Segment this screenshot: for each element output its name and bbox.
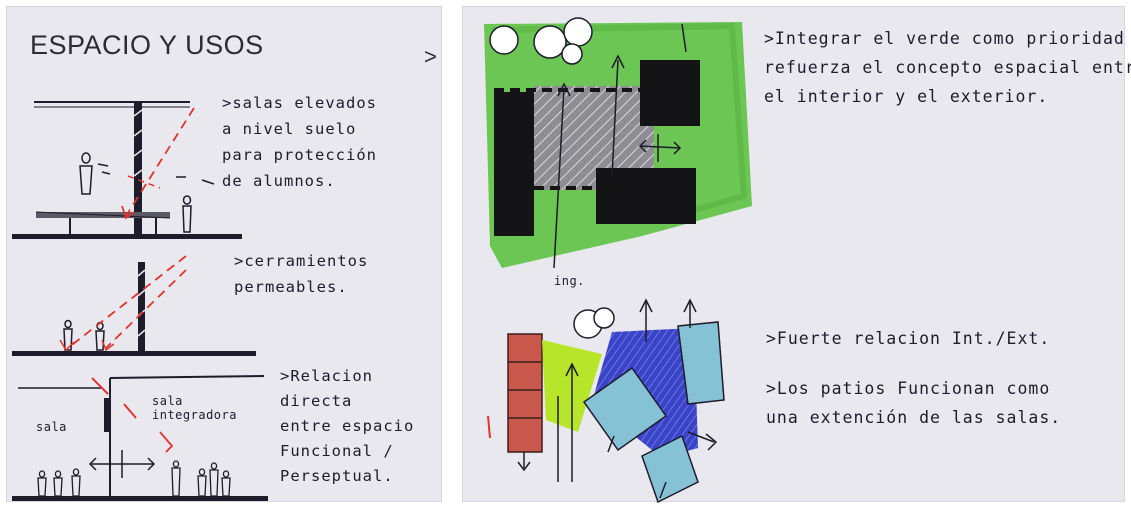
note-line: >cerramientos [234,252,369,270]
note-patios-extension: >Los patios Funcionan como una extención… [766,374,1061,432]
sketch-direct-relation [12,375,268,501]
note-integrate-green: >Integrar el verde como prioridad refuer… [764,24,1131,111]
note-line: de alumnos. [222,172,336,190]
note-line: el interior y el exterior. [764,87,1049,106]
note-direct-relation: >Relacion directa entre espacio Funciona… [280,364,414,489]
note-line: Perseptual. [280,467,394,485]
sketch-permeable-enclosures [12,255,256,356]
page-title: ESPACIO Y USOS [30,30,264,60]
note-line: entre espacio [280,417,415,435]
right-sketch-panel: ing. >Integrar el verde como prioridad r… [462,6,1131,504]
note-line: permeables. [234,278,348,296]
left-sketch-panel: ESPACIO Y USOS > [6,6,442,502]
note-line: directa [280,392,353,410]
note-line: >salas elevados [222,94,377,112]
sketch-elevated-classroom [12,101,242,239]
note-line: una extención de las salas. [766,408,1062,427]
note-line: >Los patios Funcionan como [766,379,1051,398]
patio-plan [487,298,725,504]
site-plan-green [484,17,752,269]
note-line: Funcional / [280,442,394,460]
note-line: >Integrar el verde como prioridad [764,29,1125,48]
plan-entrance-label: ing. [554,274,585,288]
note-line: para protección [222,146,377,164]
label-sala-integradora: sala integradora [152,394,237,422]
plan-sketches [484,17,752,504]
section-sketches [12,101,268,501]
note-line: a nivel suelo [222,120,357,138]
next-arrow-icon: > [424,44,437,69]
note-line: refuerza el concepto espacial entre [764,58,1131,77]
label-sala: sala [36,420,67,434]
note-line: >Relacion [280,367,373,385]
note-permeable-enclosures: >cerramientos permeables. [234,248,368,300]
note-elevated-classrooms: >salas elevados a nivel suelo para prote… [222,90,377,194]
note-strong-relation: >Fuerte relacion Int./Ext. [766,324,1050,353]
note-line: >Fuerte relacion Int./Ext. [766,329,1051,348]
